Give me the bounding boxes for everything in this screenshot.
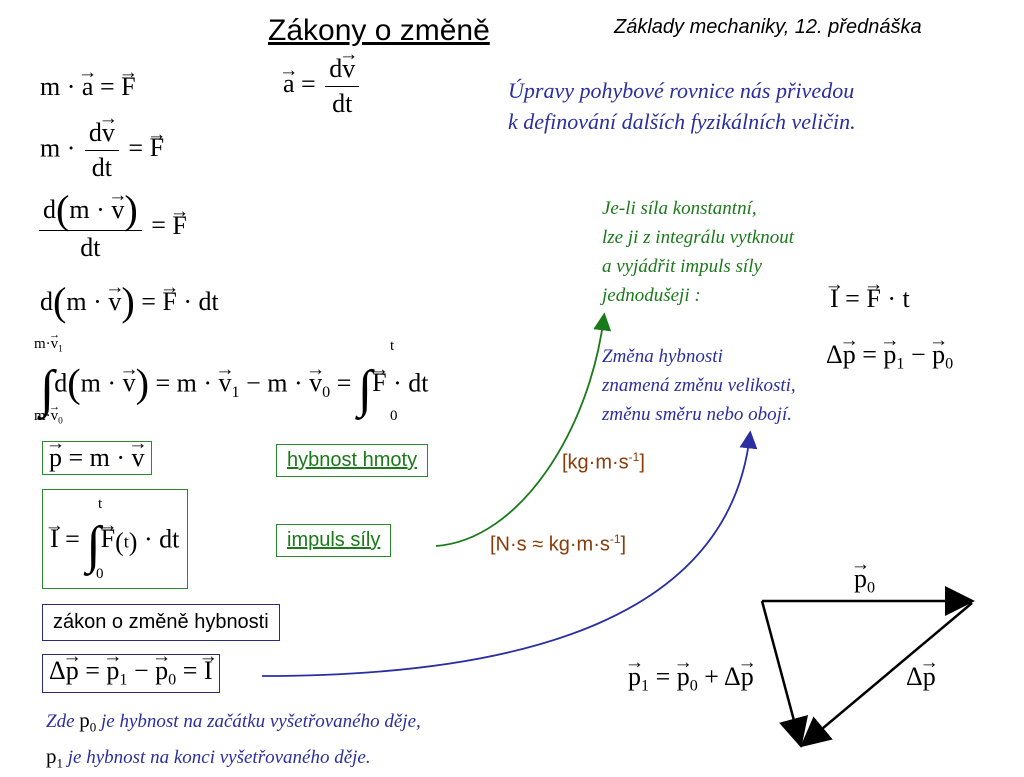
impulse-t-lower: 0 [96,566,104,582]
dp-vector [800,602,973,748]
integral-lower-limit: m·v0 [34,408,63,426]
green-curve-arrow [435,312,612,547]
eq-p1-sum: p1 = p0 + Δp [628,664,754,695]
constant-force-text: Je-li síla konstantní, lze ji z integrál… [602,198,795,306]
intro-text: Úpravy pohybové rovnice nás přivedou k d… [508,78,856,134]
p0-label: p0 [854,566,875,597]
dp-label: Δp [906,664,936,690]
eq-delta-p: Δp = p1 − p0 [826,342,953,373]
momentum-unit: [kg·m·s-1] [562,450,645,474]
page-title: Zákony o změně [268,14,490,47]
momentum-label: hybnost hmoty [276,444,429,477]
lecture-label: Základy mechaniky, 12. přednáška [614,16,922,38]
integral-t-upper: t [390,338,395,354]
footer-text: Zde p0 je hybnost na začátku vyšetřované… [46,708,421,771]
eq-impulse: I = ∫F(t) · dt [50,520,179,572]
impulse-t-upper: t [98,496,103,512]
impulse-definition-box [42,489,188,589]
impulse-label: impuls síly [276,524,392,557]
eq-acceleration: a = dvdt [283,56,362,117]
momentum-change-text: Změna hybnosti znamená změnu velikosti, … [602,346,796,425]
integral-t-lower: 0 [390,408,398,424]
p1-vector [760,600,809,748]
eq-integral: ∫d(m · v) = m · v1 − m · v0 = ∫F · dt [40,363,428,416]
law-label-box: zákon o změně hybnosti [42,604,280,641]
integral-upper-limit: m·v1 [34,336,63,354]
momentum-definition-box: p = m · v [42,441,152,475]
law-equation-box: Δp = p1 − p0 = I [42,654,220,693]
impulse-unit: [N·s ≈ kg·m·s-1] [490,532,627,556]
eq-differential: d(m · v) = F · dt [40,281,219,321]
eq-newton: m · a = F [40,74,136,100]
eq-mass-derivative: m · dvdt = F [40,120,164,181]
navy-curve-arrow [261,430,758,677]
eq-momentum-derivative: d(m · v)dt = F [36,189,187,261]
eq-constant-impulse: I = F · t [830,286,910,312]
